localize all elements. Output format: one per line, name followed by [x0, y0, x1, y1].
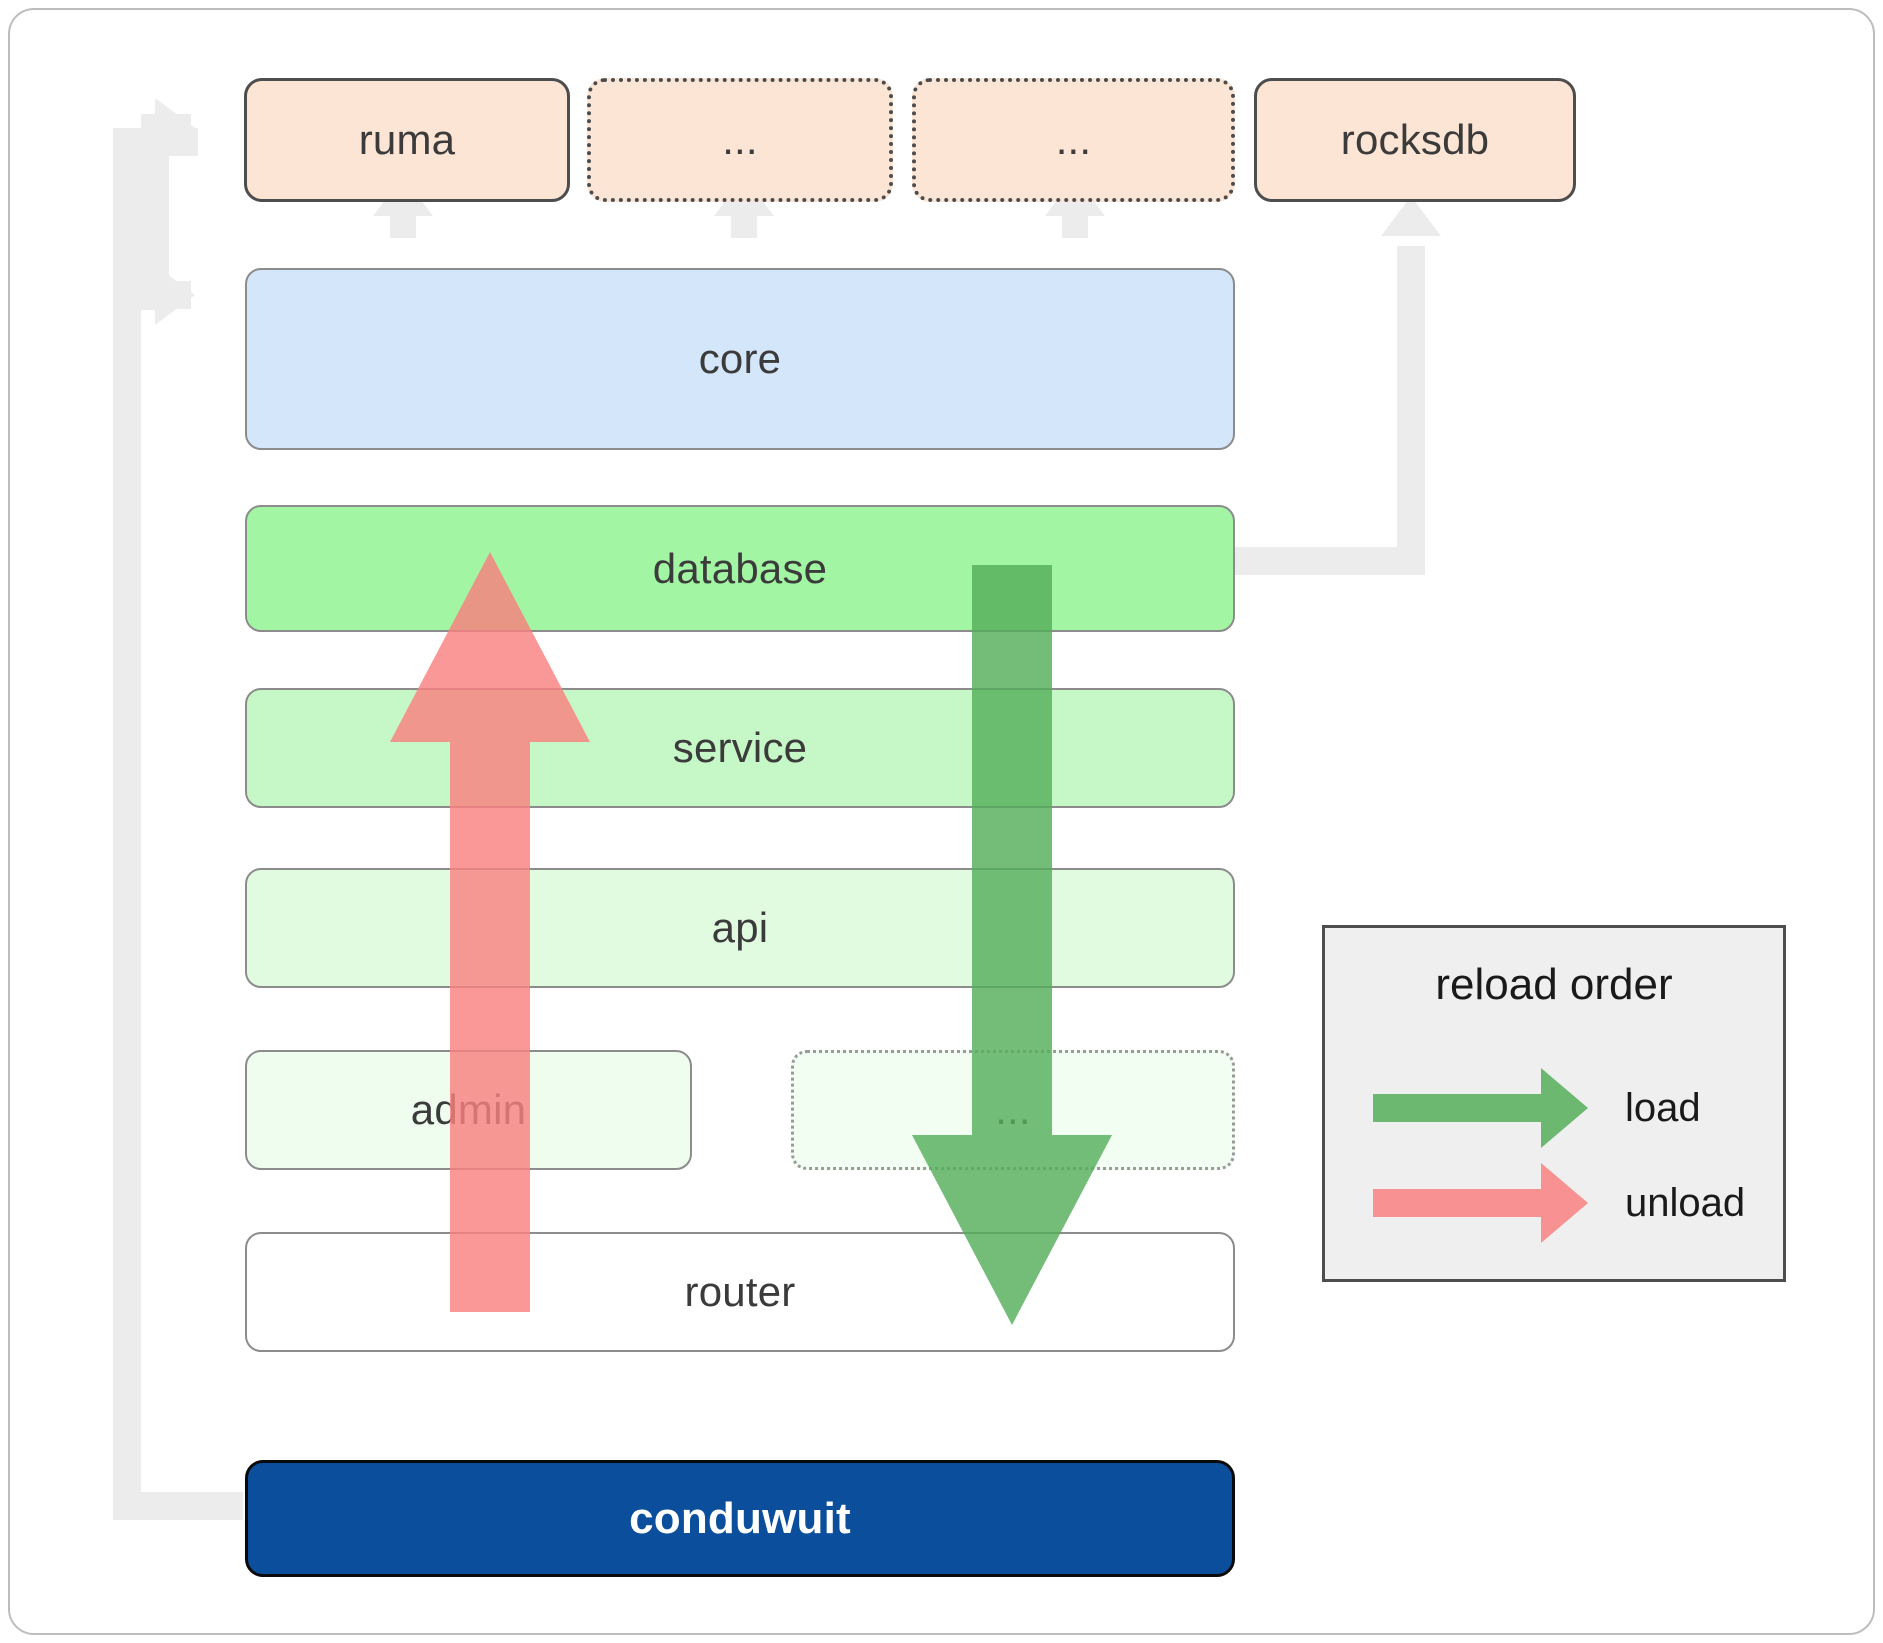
legend-label-unload: unload [1625, 1181, 1746, 1225]
dependency-box-rocksdb[interactable]: rocksdb [1254, 78, 1576, 202]
dependency-box-dots-2[interactable]: ... [912, 78, 1235, 202]
legend-title: reload order [1435, 960, 1673, 1009]
connector-trunk-vertical [113, 128, 141, 1520]
unload-arrow [390, 552, 590, 1312]
legend-load-arrow-icon [1373, 1068, 1588, 1148]
layer-label-service: service [672, 724, 808, 771]
connector-trunk-to-app [113, 1492, 243, 1520]
connector-trunk-upper [141, 114, 169, 310]
dependency-box-dots-1[interactable]: ... [587, 78, 893, 202]
app-label-conduwuit: conduwuit [629, 1493, 851, 1543]
layer-label-api: api [711, 904, 769, 951]
dependency-label-dots-1: ... [722, 116, 758, 163]
dependency-label-rocksdb: rocksdb [1340, 116, 1490, 163]
layer-label-core: core [698, 335, 782, 382]
connector-database-to-rocksdb-horizontal [1225, 547, 1425, 575]
load-arrow [912, 565, 1112, 1325]
connector-database-to-rocksdb-vertical [1397, 246, 1425, 566]
layer-box-core[interactable]: core [245, 268, 1235, 450]
connector-rocksdb-arrowhead [1381, 196, 1441, 236]
layer-label-router: router [684, 1268, 796, 1315]
layer-box-router[interactable]: router [245, 1232, 1235, 1352]
legend-unload-arrow-icon [1373, 1163, 1588, 1243]
app-box-conduwuit[interactable]: conduwuit [245, 1460, 1235, 1577]
dependency-label-dots-2: ... [1055, 116, 1092, 163]
dependency-box-ruma[interactable]: ruma [244, 78, 570, 202]
legend-panel: reload order load unload [1322, 925, 1786, 1282]
layer-label-database: database [652, 544, 828, 592]
dependency-label-ruma: ruma [358, 116, 456, 163]
legend-label-load: load [1625, 1086, 1701, 1130]
